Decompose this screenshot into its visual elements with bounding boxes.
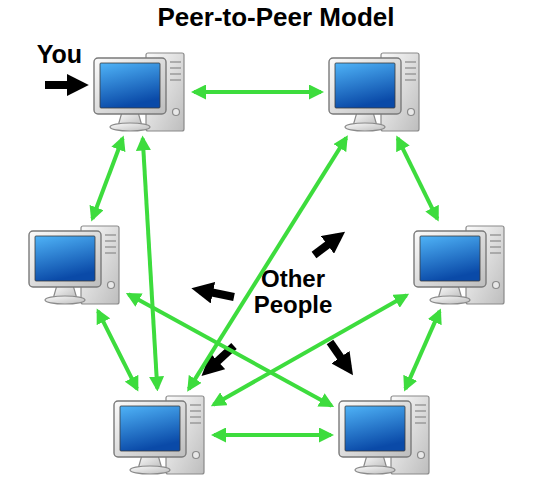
peer-link: [98, 311, 137, 389]
computer-icon: [410, 223, 510, 308]
computer-icon: [110, 393, 210, 478]
computer-icon: [325, 50, 425, 135]
diagram-title: Peer-to-Peer Model: [0, 2, 552, 33]
pointer-arrow: [200, 290, 234, 297]
computer-node: You: [90, 50, 190, 135]
peer-link: [129, 294, 332, 405]
computer-node: [110, 393, 210, 478]
peer-link: [214, 433, 331, 437]
computer-icon: [335, 393, 435, 478]
peer-link: [405, 311, 439, 389]
peer-link: [194, 90, 321, 94]
computer-node: [410, 223, 510, 308]
peer-link: [143, 138, 158, 388]
peer-link: [189, 138, 346, 389]
computer-node: [25, 223, 125, 308]
pointer-arrow: [208, 346, 234, 370]
pointer-arrow: [314, 237, 338, 255]
group-label: Other People: [233, 266, 353, 318]
computer-node: [325, 50, 425, 135]
pointer-arrow: [45, 81, 80, 89]
peer-link: [213, 295, 406, 404]
peer-link: [398, 138, 438, 219]
node-label: You: [37, 40, 82, 69]
computer-node: [335, 393, 435, 478]
computer-icon: [25, 223, 125, 308]
computer-icon: [90, 50, 190, 135]
pointer-arrow: [45, 85, 348, 370]
peer-link: [92, 138, 122, 219]
pointer-arrow: [330, 342, 348, 368]
